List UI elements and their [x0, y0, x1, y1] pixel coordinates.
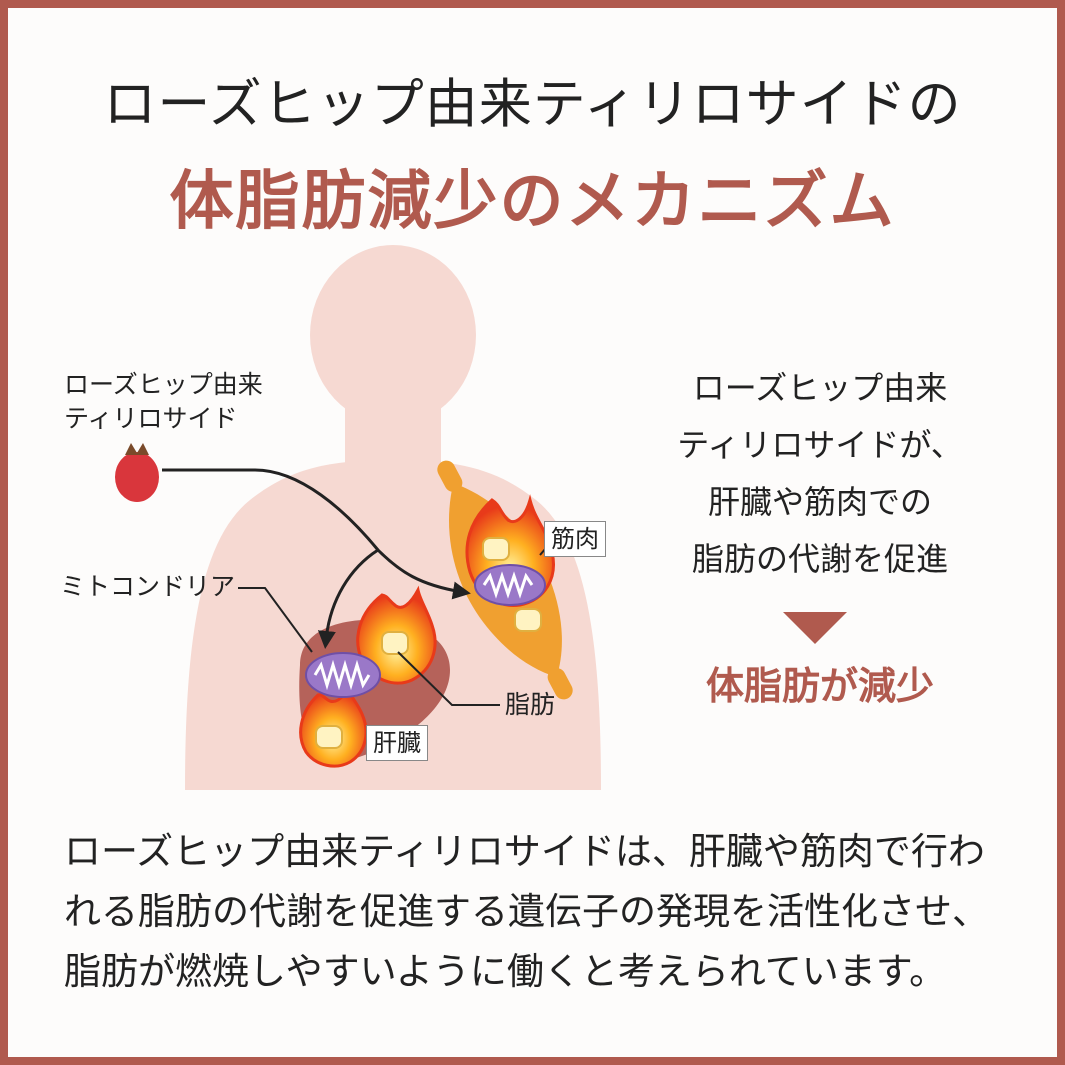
muscle-label: 筋肉	[544, 521, 606, 557]
mitochondria-icon	[474, 564, 546, 606]
arrow-down-triangle-icon	[783, 612, 847, 644]
description-line-3: 脂肪が燃焼しやすいように働くと考えられています。	[64, 950, 947, 993]
explanation-line-2: ティリロサイドが、	[677, 426, 963, 464]
rosehip-icon	[115, 443, 159, 502]
ingredient-label-line-1: ローズヒップ由来	[64, 370, 263, 399]
explanation-line-3: 肝臓や筋肉での	[707, 483, 932, 521]
title-line-2: 体脂肪減少のメカニズム	[169, 165, 896, 239]
explanation-line-1: ローズヒップ由来	[692, 369, 948, 407]
title-line-1: ローズヒップ由来ティリロサイドの	[103, 74, 962, 135]
result-text: 体脂肪が減少	[705, 664, 934, 708]
description-line-1: ローズヒップ由来ティリロサイドは、肝臓や筋肉で行わ	[64, 830, 985, 873]
fat-label: 脂肪	[505, 690, 556, 719]
fat-droplet-icon	[315, 725, 343, 749]
ingredient-label: ローズヒップ由来 ティリロサイド	[64, 368, 263, 436]
flow-arrows	[162, 468, 471, 649]
mitochondria-label: ミトコンドリア	[60, 572, 236, 601]
mitochondria-icon	[305, 652, 381, 698]
description-line-2: れる脂肪の代謝を促進する遺伝子の発現を活性化させ、	[64, 890, 989, 933]
explanation-text: ローズヒップ由来 ティリロサイドが、 肝臓や筋肉での 脂肪の代謝を促進	[640, 360, 1000, 588]
fat-droplet-icon	[514, 608, 542, 632]
explanation-line-4: 脂肪の代謝を促進	[691, 540, 948, 578]
liver-label: 肝臓	[366, 725, 428, 761]
ingredient-label-line-2: ティリロサイド	[64, 404, 238, 433]
description-text: ローズヒップ由来ティリロサイドは、肝臓や筋肉で行わ れる脂肪の代謝を促進する遺伝…	[64, 822, 1014, 1002]
fat-droplet-icon	[482, 537, 510, 561]
fat-droplet-icon	[381, 631, 409, 655]
